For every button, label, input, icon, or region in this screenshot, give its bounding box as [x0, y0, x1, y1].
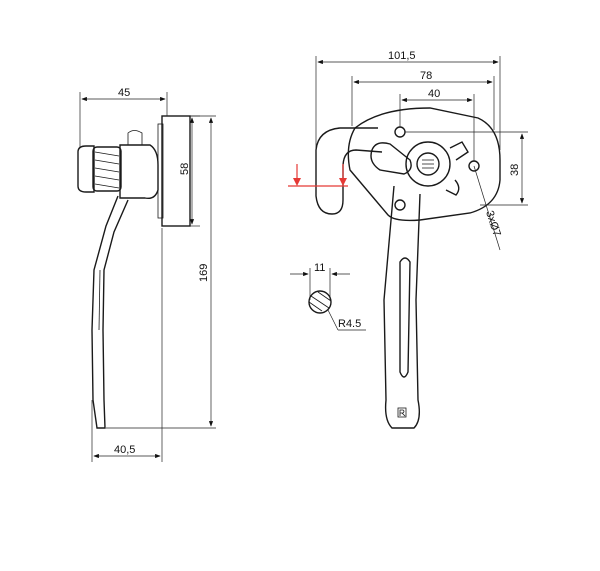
side-rod-centerline: [98, 269, 101, 331]
dim-label-58: 58: [179, 163, 191, 175]
front-pivot-emblem: [416, 152, 440, 176]
front-handle: [383, 185, 421, 429]
dim-label-40: 40: [428, 88, 440, 100]
side-handle-rod: [91, 195, 129, 429]
red-arrow-markers: [288, 164, 348, 187]
front-view: 101,5 78 40 38 3xØ7 11 R4.5: [288, 50, 528, 429]
dim-label-78: 78: [420, 70, 432, 82]
front-slot: [370, 142, 412, 175]
front-handle-slot: [399, 257, 411, 378]
dim-label-38: 38: [509, 164, 521, 176]
dim-label-45: 45: [118, 87, 130, 99]
hole-callout-leader: [473, 165, 501, 251]
mounting-hole-bottom: [394, 199, 406, 211]
side-hinge-block: [119, 144, 159, 200]
front-cam-lever: [449, 141, 469, 161]
brand-logo-icon: [397, 407, 407, 418]
side-view: 45 58 169 40,5: [77, 87, 216, 462]
side-hinge-top: [127, 130, 143, 146]
front-cam-lower: [445, 179, 460, 196]
front-pivot-hub: [405, 141, 451, 187]
detail-section: 11 R4.5: [290, 262, 366, 331]
dim-label-101-5: 101,5: [388, 50, 416, 62]
detail-radius-label: R4.5: [338, 318, 361, 330]
mounting-hole-top: [394, 126, 406, 138]
front-hook: [315, 127, 383, 215]
front-base-plate: [347, 107, 501, 222]
side-spring: [92, 146, 122, 192]
side-knob: [77, 145, 95, 193]
hole-callout-label: 3xØ7: [483, 209, 503, 238]
dim-label-169: 169: [198, 264, 210, 282]
detail-width-label: 11: [314, 262, 325, 274]
dim-label-40-5: 40,5: [114, 444, 135, 456]
